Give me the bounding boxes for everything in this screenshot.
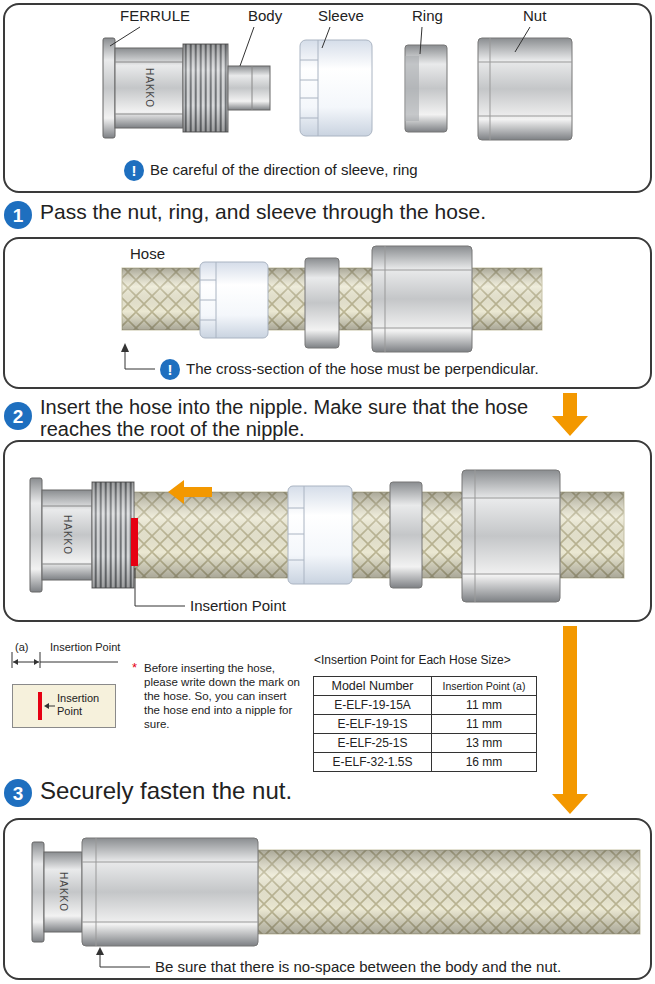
symbol-text: !: [132, 163, 137, 178]
table-header: Insertion Point (a): [431, 676, 537, 696]
step-number: 2: [4, 402, 32, 430]
step-number: 1: [4, 201, 32, 229]
step-number: 3: [4, 779, 32, 807]
warning-icon: !: [160, 359, 180, 380]
symbol-text: !: [168, 362, 173, 377]
part-name: FERRULE: [120, 7, 190, 24]
step-panel: Pass the nut, ring, and sleeve through t…: [3, 237, 652, 389]
instruction-note: Before inserting the hose, please write …: [144, 661, 304, 731]
brand-mark: HAKKO: [61, 515, 73, 555]
table-cell: 16 mm: [431, 752, 537, 772]
flow-arrow: [552, 393, 588, 436]
step-heading: Securely fasten the nut.: [40, 777, 292, 805]
flow-arrow: [552, 626, 588, 814]
symbol-text: 3: [13, 784, 24, 803]
table-cell: E-ELF-25-1S: [313, 733, 432, 753]
part-name: Sleeve: [318, 7, 364, 24]
brand-mark: HAKKO: [143, 68, 155, 108]
table-cell: E-ELF-32-1.5S: [313, 752, 432, 772]
dimension-label: (a): [15, 641, 28, 654]
mark-label: Insertion Point: [57, 692, 113, 718]
callout-label: Insertion Point: [190, 597, 286, 614]
step-heading: Pass the nut, ring, and sleeve through t…: [40, 200, 486, 224]
table-cell: E-ELF-19-1S: [313, 714, 432, 734]
caution-note: Be careful of the direction of sleeve, r…: [150, 161, 418, 178]
hose-mark-box: Insertion Point: [12, 684, 116, 728]
step-heading: Insert the hose into the nipple. Make su…: [40, 396, 545, 440]
step-panel: Securely fasten the nut.Be sure that the…: [3, 818, 652, 980]
part-name: Hose: [130, 245, 165, 262]
part-name: Nut: [523, 7, 546, 24]
table-cell: 11 mm: [431, 714, 537, 734]
table-header: Model Number: [313, 676, 432, 696]
asterisk: *: [132, 661, 137, 676]
step-panel: FERRULE Body Sleeve Ring Nut Be careful of th…: [3, 3, 652, 193]
table-cell: 13 mm: [431, 733, 537, 753]
part-name: Ring: [412, 7, 443, 24]
table-cell: 11 mm: [431, 695, 537, 715]
table-cell: E-ELF-19-15A: [313, 695, 432, 715]
part-name: Body: [248, 7, 282, 24]
caution-note: The cross-section of the hose must be pe…: [186, 360, 539, 377]
dimension-label: Insertion Point: [50, 641, 120, 654]
table-title: <Insertion Point for Each Hose Size>: [314, 654, 511, 668]
warning-icon: !: [124, 160, 144, 181]
step-panel: Insert the hose into the nipple. Make su…: [3, 440, 652, 622]
brand-mark: HAKKO: [57, 872, 69, 912]
symbol-text: 1: [13, 206, 24, 225]
symbol-text: 2: [13, 407, 24, 426]
caution-note: Be sure that there is no-space between t…: [155, 958, 561, 975]
